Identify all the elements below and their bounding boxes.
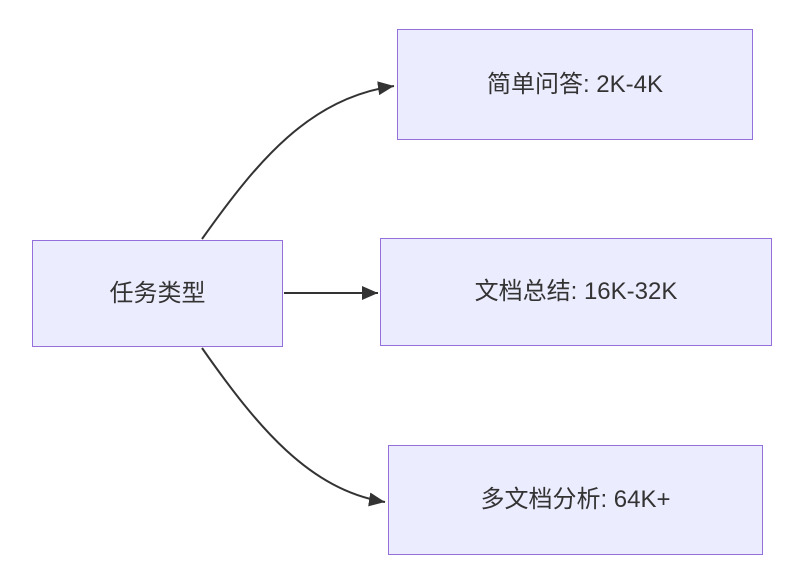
node-task-type-label: 任务类型 <box>109 279 206 307</box>
node-simple-qa-label: 简单问答: 2K-4K <box>486 70 664 98</box>
edge-root-to-multi-doc <box>201 347 386 507</box>
node-multi-doc: 多文档分析: 64K+ <box>388 445 763 555</box>
node-task-type: 任务类型 <box>32 240 283 347</box>
node-multi-doc-label: 多文档分析: 64K+ <box>480 486 671 514</box>
node-doc-summary: 文档总结: 16K-32K <box>380 238 772 346</box>
edge-root-to-simple-qa <box>201 81 395 240</box>
node-simple-qa: 简单问答: 2K-4K <box>397 29 753 140</box>
node-doc-summary-label: 文档总结: 16K-32K <box>474 278 678 306</box>
